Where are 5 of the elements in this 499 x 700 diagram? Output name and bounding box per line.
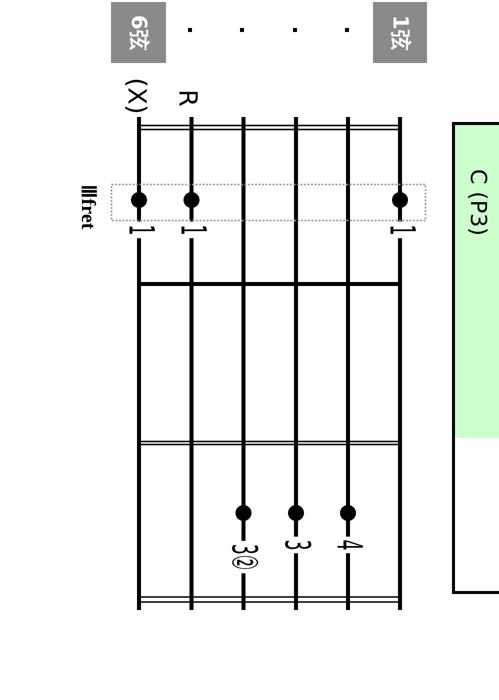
string-number-tag: 1弦 [373,2,427,63]
chord-name-card [452,122,499,594]
chord-name-header: C (P3) [455,125,499,438]
string-number-tag: 6弦 [111,2,166,63]
muted-string-label: (X) [124,78,150,114]
